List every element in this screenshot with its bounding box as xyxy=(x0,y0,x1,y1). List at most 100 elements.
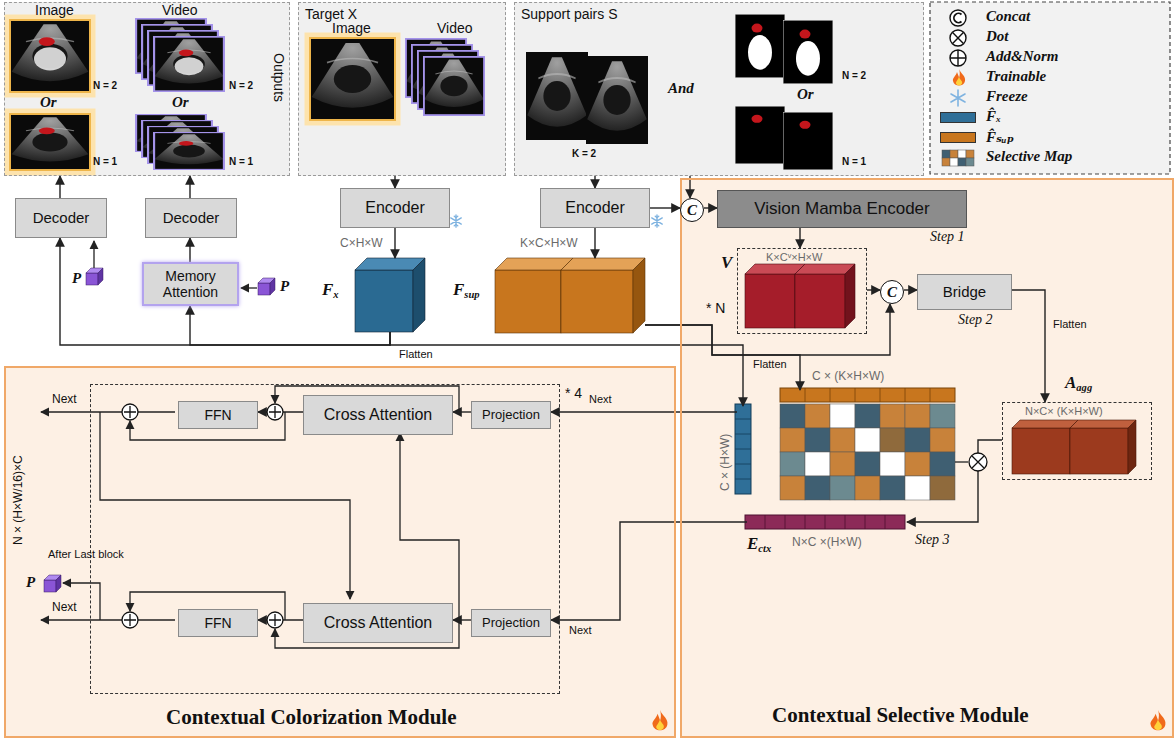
text-group: Fsup xyxy=(453,280,480,300)
connector xyxy=(453,619,471,620)
annotation: Or xyxy=(40,94,57,111)
edge-label: Flatten xyxy=(1052,318,1088,331)
edge-label: Flatten xyxy=(752,358,788,371)
node-text: FFN xyxy=(204,615,231,631)
text-group: Support pairs S xyxy=(521,6,618,22)
node-text: A xyxy=(1065,373,1076,392)
text-group: Contextual Colorization Module xyxy=(166,705,456,730)
process-box: Memory Attention xyxy=(142,262,239,306)
legend-icon xyxy=(940,149,976,167)
tensor-block: FxC×H×W xyxy=(355,258,425,332)
text-group: K×C×H×W xyxy=(520,237,578,251)
tensor-block: AaggN×C× (K×H×W) xyxy=(1002,402,1152,480)
annotation: Video xyxy=(437,20,473,36)
process-box: Projection xyxy=(471,609,551,637)
legend-text: Dot xyxy=(986,28,1009,45)
legend-text: Concat xyxy=(986,8,1030,25)
text-group: Fx xyxy=(322,280,339,300)
text-group: * 4 xyxy=(565,385,582,401)
text-group: V xyxy=(721,253,732,273)
connector xyxy=(394,176,395,188)
node-text: C xyxy=(687,202,697,219)
node-text: sup xyxy=(464,289,479,300)
node-text: C×H×W xyxy=(340,236,383,250)
text-group: Contextual Selective Module xyxy=(772,703,1029,728)
annotation: Video xyxy=(162,2,198,18)
node-text: x xyxy=(333,289,338,300)
connector xyxy=(799,228,800,248)
annotation: Or xyxy=(172,94,189,111)
node-text: K×C×H×W xyxy=(520,236,578,250)
text-group: Aagg xyxy=(1065,373,1092,393)
annotation: Image xyxy=(332,20,371,36)
node-text: * 4 xyxy=(565,385,582,401)
module-panel: Contextual Selective Module C Vision Mamba… xyxy=(680,178,1174,738)
legend-row: F̂ₛᵤₚ xyxy=(936,128,1166,148)
annotation: N = 1 xyxy=(229,156,253,168)
annotation: And xyxy=(668,80,694,97)
annotation: Next xyxy=(52,393,77,407)
annotation: K = 2 xyxy=(572,148,596,160)
node-text: Projection xyxy=(482,408,540,423)
legend-text: F̂ₓ xyxy=(986,108,1001,125)
process-box: Vision Mamba Encoder xyxy=(717,190,967,228)
legend-icon xyxy=(940,29,976,47)
connector xyxy=(59,176,60,198)
legend-icon xyxy=(940,49,976,67)
text-group: C×H×W xyxy=(340,237,383,251)
node-text: E xyxy=(747,534,758,553)
connector xyxy=(1012,290,1045,402)
process-box: Decoder xyxy=(145,198,237,238)
connector xyxy=(551,411,737,412)
connector xyxy=(594,228,595,258)
connector xyxy=(594,176,595,188)
node-text: Memory Attention xyxy=(148,268,233,300)
process-box: Bridge xyxy=(917,274,1012,310)
connector xyxy=(907,440,1002,522)
tensor-block: VK×Cᵛ×H×W xyxy=(737,248,867,334)
node-text: agg xyxy=(1076,382,1092,393)
connector xyxy=(190,306,390,345)
tensor-block: FsupK×C×H×W xyxy=(495,258,645,333)
node-text: Outputs xyxy=(271,53,287,102)
legend-icon xyxy=(940,69,976,87)
node-text: ctx xyxy=(758,543,771,554)
legend-icon xyxy=(940,9,976,27)
process-box: FFN xyxy=(178,609,258,637)
node-text: Decoder xyxy=(163,209,220,226)
process-box: Cross Attention xyxy=(303,395,453,435)
node-text: Support pairs S xyxy=(521,6,618,22)
annotation: Step 2 xyxy=(958,312,993,328)
process-box: Projection xyxy=(471,401,551,429)
legend-text: Add&Norm xyxy=(986,48,1059,65)
connector xyxy=(867,289,880,290)
node-text: Contextual Colorization Module xyxy=(166,705,456,729)
node-text: Contextual Selective Module xyxy=(772,703,1029,727)
legend-row: Add&Norm xyxy=(936,48,1166,68)
connector xyxy=(904,289,917,290)
text-group: N×C ×(H×W) xyxy=(792,536,862,550)
annotation: Image xyxy=(35,2,74,18)
node-text: N×C ×(H×W) xyxy=(792,535,862,549)
legend-text: Freeze xyxy=(986,88,1028,105)
process-box: Cross Attention xyxy=(303,603,453,643)
tensor-block: * 4Cross AttentionFFNProjectionCross Att… xyxy=(90,384,560,694)
text-group: Outputs xyxy=(271,53,287,102)
node-text: FFN xyxy=(204,407,231,423)
tensor-block: C × (K×H×W) xyxy=(782,390,957,404)
connector xyxy=(189,238,190,262)
node-text: Target X xyxy=(305,6,357,22)
legend-icon xyxy=(940,89,976,107)
legend-text: Trainable xyxy=(986,68,1046,85)
edge-label: Flatten xyxy=(398,348,434,361)
text-group: K×Cᵛ×H×W xyxy=(766,251,822,264)
legend-row: Selective Map xyxy=(936,148,1166,168)
process-box: Encoder xyxy=(340,188,450,228)
annotation: Step 3 xyxy=(915,532,950,548)
node-text: Cross Attention xyxy=(324,614,433,632)
annotation: N = 1 xyxy=(842,156,866,168)
connector xyxy=(394,228,395,258)
annotation: Or xyxy=(797,86,814,103)
text-group: Target X xyxy=(305,6,357,22)
